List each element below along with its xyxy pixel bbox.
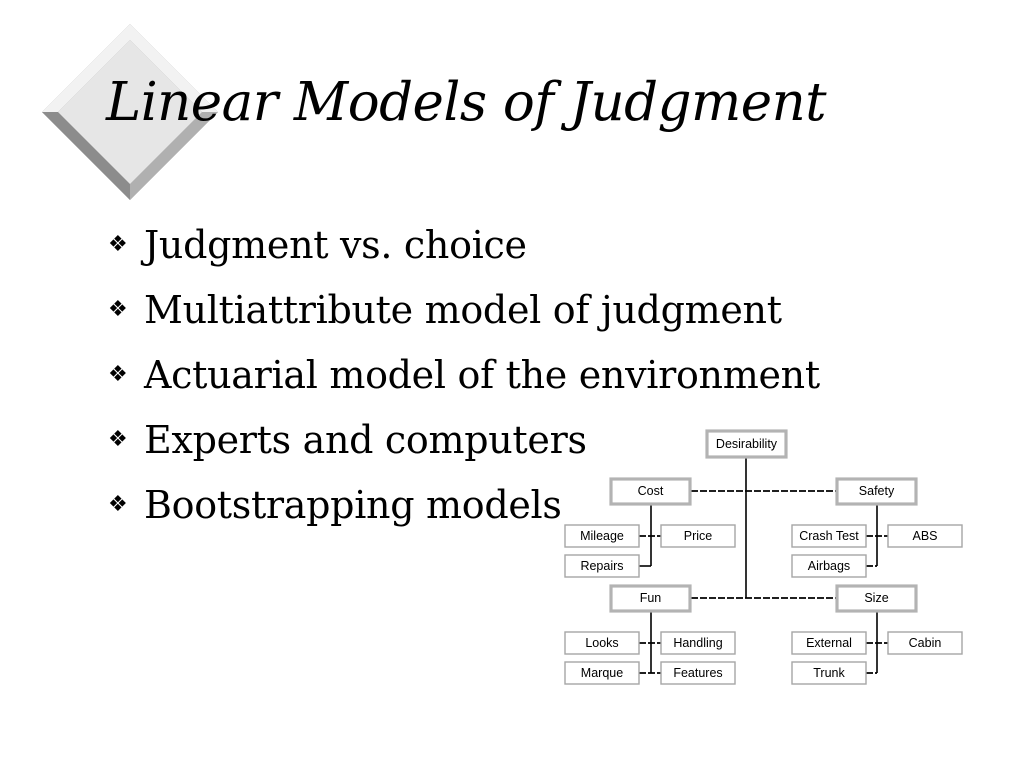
slide-title: Linear Models of Judgment (106, 72, 827, 133)
bullet-text: Multiattribute model of judgment (144, 287, 782, 332)
node-label: Mileage (580, 529, 624, 543)
four-diamond-bullet-icon: ❖ (108, 361, 128, 387)
diagram-connectors (639, 458, 888, 674)
node-label: Crash Test (799, 529, 859, 543)
node-cabin: Cabin (887, 631, 963, 655)
node-trunk: Trunk (791, 661, 867, 685)
node-mileage: Mileage (564, 524, 640, 548)
node-label: Price (684, 529, 713, 543)
node-label: Features (673, 666, 722, 680)
node-label: Handling (673, 636, 722, 650)
node-airbags: Airbags (791, 554, 867, 578)
node-marque: Marque (564, 661, 640, 685)
node-label: Cabin (909, 636, 942, 650)
node-desirability: Desirability (705, 429, 788, 459)
node-label: Fun (640, 591, 662, 605)
four-diamond-bullet-icon: ❖ (108, 231, 128, 257)
node-looks: Looks (564, 631, 640, 655)
bullet-list: ❖ Judgment vs. choice ❖ Multiattribute m… (108, 212, 820, 537)
node-price: Price (660, 524, 736, 548)
node-label: Marque (581, 666, 623, 680)
node-cost: Cost (609, 477, 692, 506)
node-label: Safety (859, 484, 895, 498)
node-label: Desirability (716, 437, 778, 451)
node-handling: Handling (660, 631, 736, 655)
bullet-item: ❖ Actuarial model of the environment (108, 342, 820, 407)
node-label: External (806, 636, 852, 650)
bullet-item: ❖ Bootstrapping models (108, 472, 820, 537)
node-abs: ABS (887, 524, 963, 548)
node-label: Trunk (813, 666, 845, 680)
node-external: External (791, 631, 867, 655)
node-label: Airbags (808, 559, 850, 573)
four-diamond-bullet-icon: ❖ (108, 426, 128, 452)
node-label: Size (864, 591, 888, 605)
node-label: ABS (912, 529, 937, 543)
bullet-text: Judgment vs. choice (144, 222, 527, 267)
node-size: Size (835, 584, 918, 613)
bullet-text: Bootstrapping models (144, 482, 562, 527)
bullet-item: ❖ Judgment vs. choice (108, 212, 820, 277)
node-repairs: Repairs (564, 554, 640, 578)
node-features: Features (660, 661, 736, 685)
node-fun: Fun (609, 584, 692, 613)
bullet-item: ❖ Multiattribute model of judgment (108, 277, 820, 342)
node-label: Repairs (580, 559, 623, 573)
bullet-text: Experts and computers (144, 417, 587, 462)
node-safety: Safety (835, 477, 918, 506)
four-diamond-bullet-icon: ❖ (108, 491, 128, 517)
diamond-decoration-icon (42, 24, 218, 200)
bullet-item: ❖ Experts and computers (108, 407, 820, 472)
node-label: Cost (638, 484, 664, 498)
node-crash-test: Crash Test (791, 524, 867, 548)
node-label: Looks (585, 636, 618, 650)
four-diamond-bullet-icon: ❖ (108, 296, 128, 322)
bullet-text: Actuarial model of the environment (144, 352, 820, 397)
